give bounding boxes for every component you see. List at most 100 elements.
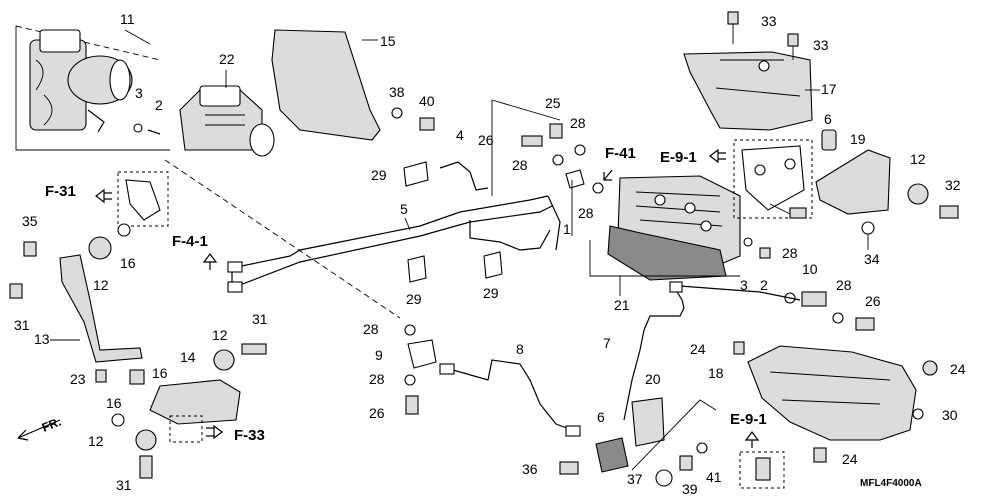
arrow-down-icon-2	[744, 431, 760, 448]
cover-part-18	[747, 345, 917, 441]
callout-28d: 28	[782, 245, 798, 261]
bolt-33b	[787, 33, 799, 47]
bolt-32	[939, 205, 959, 219]
brake-pipes-5	[227, 195, 561, 293]
bracket-part-14	[149, 379, 241, 425]
callout-7: 7	[603, 335, 611, 351]
callout-28e: 28	[836, 277, 852, 293]
callout-6a: 6	[824, 111, 832, 127]
callout-12c: 12	[88, 433, 104, 449]
clip-29b	[407, 255, 427, 283]
callout-10: 10	[802, 261, 818, 277]
bolt-33a	[727, 11, 739, 25]
front-arrow-icon	[17, 419, 61, 441]
callout-8: 8	[516, 341, 524, 357]
callout-26a: 26	[478, 132, 494, 148]
callout-23: 23	[70, 371, 86, 387]
pipe-part-7	[623, 289, 685, 421]
diagram-code: MFL4F4000A	[860, 478, 922, 489]
callout-29a: 29	[371, 167, 387, 183]
callout-37: 37	[627, 471, 643, 487]
bolt-35	[23, 241, 37, 257]
callout-18: 18	[708, 365, 724, 381]
arrow-down-icon	[202, 253, 218, 270]
callout-15: 15	[380, 33, 396, 49]
starter-part-22	[179, 85, 275, 157]
ref-f31[interactable]: F-31	[45, 183, 76, 200]
callout-9: 9	[375, 347, 383, 363]
callout-4: 4	[456, 127, 464, 143]
callout-13: 13	[34, 331, 50, 347]
callout-32: 32	[945, 177, 961, 193]
callout-11: 11	[120, 11, 135, 27]
callout-2: 2	[155, 97, 163, 113]
callout-31a: 31	[14, 317, 30, 333]
abs-modulator-part-21	[607, 175, 741, 281]
callout-16c: 16	[106, 395, 122, 411]
ref-f41[interactable]: F-4-1	[172, 233, 208, 250]
arrow-upleft-icon	[603, 169, 613, 181]
callout-17: 17	[821, 81, 837, 97]
callout-24c: 24	[842, 451, 858, 467]
callout-3: 3	[135, 85, 143, 101]
clip-29c	[483, 251, 503, 279]
clamp-9	[407, 339, 437, 369]
callout-28a: 28	[512, 157, 528, 173]
collar-6	[821, 129, 837, 151]
callout-12a: 12	[93, 277, 109, 293]
callout-31c: 31	[252, 311, 268, 327]
callout-16b: 16	[152, 365, 168, 381]
motor-assembly-group	[15, 25, 170, 151]
callout-31b: 31	[116, 477, 132, 493]
callout-28b: 28	[570, 115, 586, 131]
callout-38: 38	[389, 84, 405, 100]
callout-14: 14	[180, 349, 196, 365]
callout-29c: 29	[483, 285, 499, 301]
callout-24a: 24	[690, 341, 706, 357]
bolt-16	[117, 223, 131, 237]
callout-3b: 3	[740, 277, 748, 293]
pipe-part-8	[445, 359, 573, 431]
arrow-right-icon	[206, 424, 223, 440]
callout-12d: 12	[212, 327, 228, 343]
pipe-part-4	[439, 161, 489, 191]
arrow-left-icon-2	[709, 148, 726, 164]
callout-33b: 33	[813, 37, 829, 53]
callout-33a: 33	[761, 13, 777, 29]
callout-21: 21	[614, 297, 630, 313]
callout-2b: 2	[760, 277, 768, 293]
callout-34: 34	[864, 251, 880, 267]
callout-16a: 16	[120, 255, 136, 271]
callout-39: 39	[682, 481, 698, 497]
bracket-inset	[741, 145, 805, 211]
callout-28g: 28	[369, 371, 385, 387]
bolt-40	[419, 117, 435, 131]
callout-29b: 29	[406, 291, 422, 307]
callout-22: 22	[219, 51, 235, 67]
callout-24b: 24	[950, 361, 966, 377]
callout-36: 36	[522, 461, 538, 477]
callout-28c: 28	[578, 205, 594, 221]
cover-part-15	[271, 29, 381, 141]
callout-26c: 26	[369, 405, 385, 421]
callout-28f: 28	[363, 321, 379, 337]
callout-26b: 26	[865, 293, 881, 309]
ref-f41b[interactable]: F-41	[605, 145, 636, 162]
bracket-part-20	[631, 397, 665, 447]
callout-25: 25	[545, 95, 561, 111]
bracket-part-19	[815, 149, 891, 215]
bracket-part-13	[59, 254, 143, 363]
callout-6b: 6	[597, 409, 605, 425]
callout-30: 30	[942, 407, 958, 423]
callout-12b: 12	[910, 151, 926, 167]
callout-19: 19	[850, 131, 866, 147]
ref-f33[interactable]: F-33	[234, 427, 265, 444]
arrow-left-icon	[95, 188, 112, 204]
ref-e91-bottom[interactable]: E-9-1	[730, 411, 767, 428]
front-indicator: FR.	[40, 415, 63, 435]
ref-e91-top[interactable]: E-9-1	[660, 149, 697, 166]
callout-41: 41	[706, 469, 722, 485]
callout-5: 5	[400, 201, 408, 217]
